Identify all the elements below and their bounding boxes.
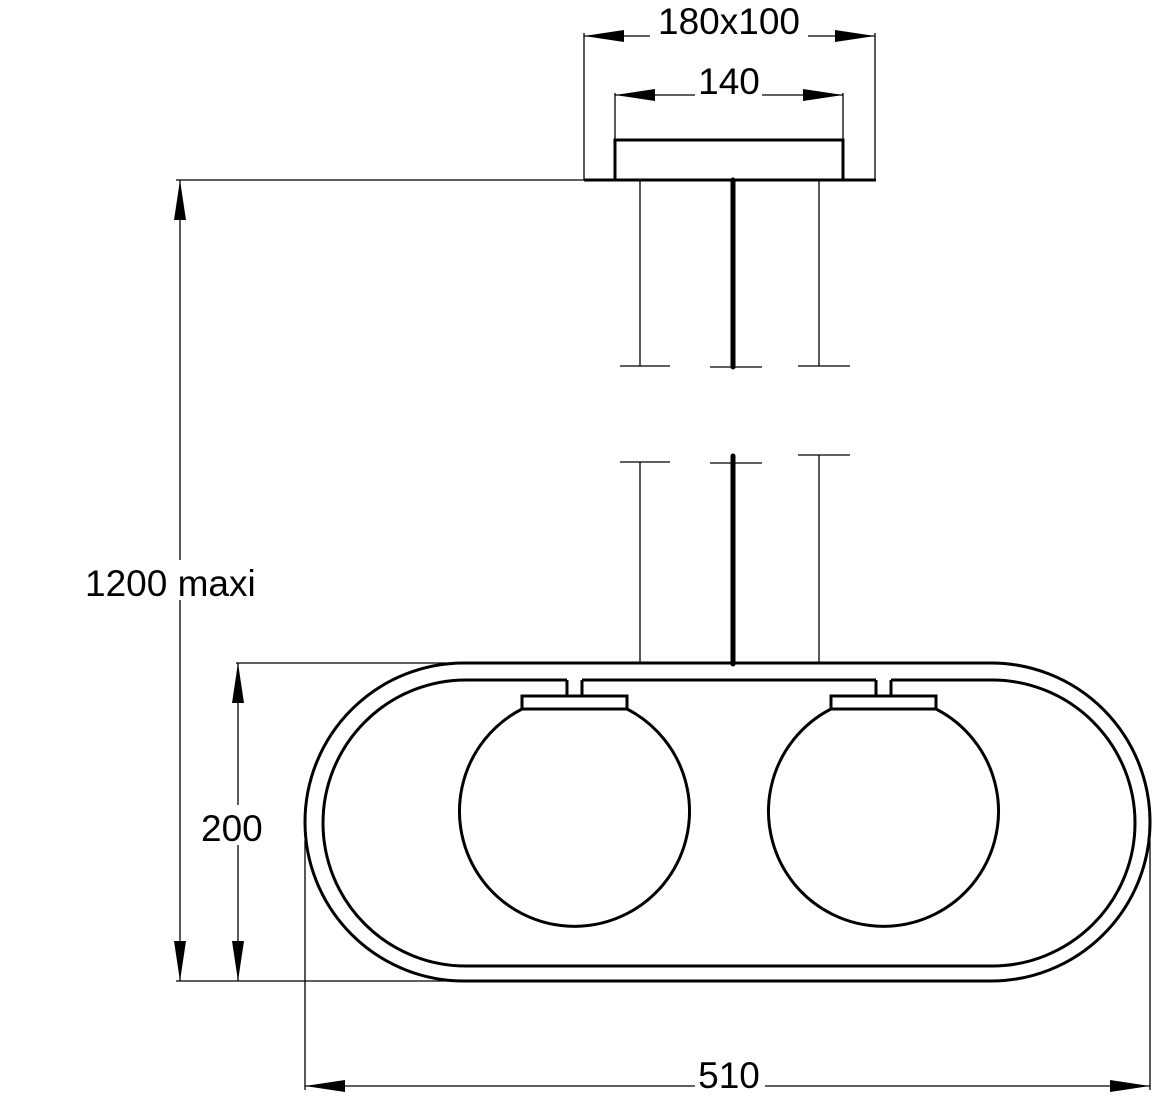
dimension-width: 510 xyxy=(304,840,1151,1096)
dimension-label-canopy-inner: 140 xyxy=(698,61,760,102)
globe-left xyxy=(458,677,691,928)
dimension-canopy-outer: 180x100 xyxy=(583,1,876,180)
dimension-label-width: 510 xyxy=(698,1055,760,1096)
dimension-label-body-height: 200 xyxy=(201,808,263,849)
suspension-upper xyxy=(620,177,850,370)
dimension-height: 1200 maxi xyxy=(85,179,584,982)
lamp-body-outer-ring xyxy=(303,661,1152,983)
dimension-canopy-inner: 140 xyxy=(614,61,844,140)
ceiling-canopy xyxy=(584,138,876,182)
suspension-lower xyxy=(620,453,850,667)
dimension-label-height: 1200 maxi xyxy=(85,563,256,604)
lamp-body-inner-ring xyxy=(321,678,1137,968)
dimension-body-height: 200 xyxy=(201,662,460,981)
dimension-label-canopy-outer: 180x100 xyxy=(658,1,800,42)
globe-right xyxy=(767,677,1000,928)
